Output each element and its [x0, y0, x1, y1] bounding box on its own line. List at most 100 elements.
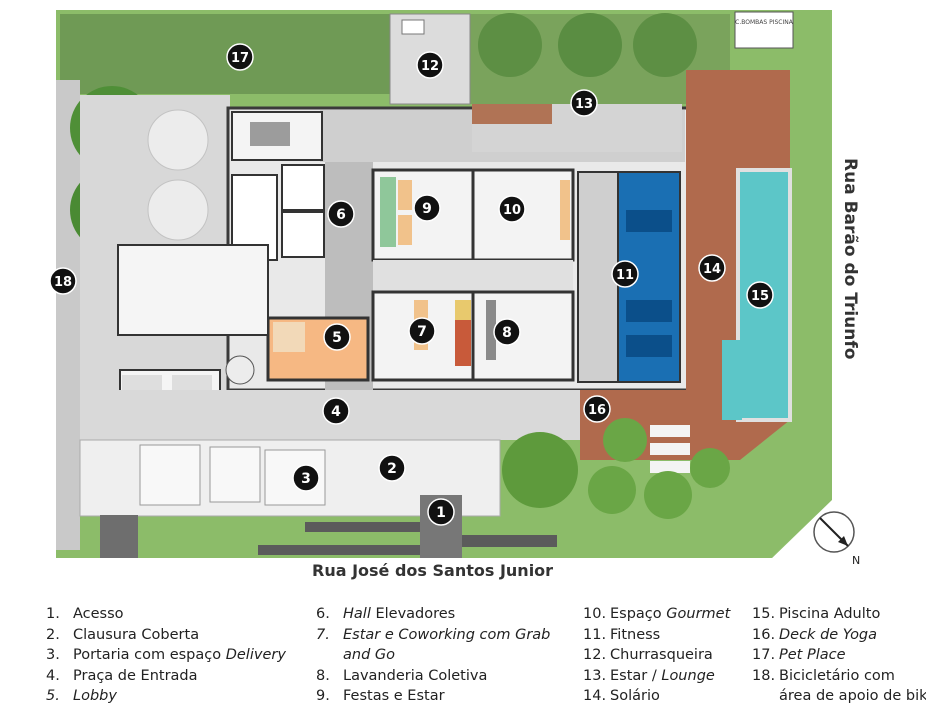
legend-item-number: 7.	[316, 626, 330, 643]
pet-place-garden	[60, 14, 390, 94]
legend-item-text: Estar	[343, 626, 381, 643]
legend-item: 14.Solário	[583, 686, 730, 707]
legend-item-number: 6.	[316, 606, 330, 622]
legend-item-number: 10.	[583, 606, 607, 622]
marker-11: 11	[611, 260, 639, 288]
marker-5: 5	[323, 323, 351, 351]
legend-item: 9. Festas e Estar	[316, 686, 550, 707]
svg-text:6: 6	[336, 207, 346, 223]
svg-text:5: 5	[332, 330, 342, 346]
legend-item-text: Estar /	[610, 667, 662, 684]
marker-17: 17	[226, 43, 254, 71]
legend-item-text: Espaço	[610, 606, 667, 622]
marker-7: 7	[408, 317, 436, 345]
legend-item-number: 14.	[583, 688, 607, 704]
marker-13: 13	[570, 89, 598, 117]
legend-item-number: 8.	[316, 667, 330, 684]
legend-item-text: Churrasqueira	[610, 647, 713, 663]
legend-item: 5. Lobby	[46, 686, 286, 707]
pump-room-label: C.BOMBAS PISCINA	[735, 19, 794, 26]
svg-text:13: 13	[575, 97, 593, 112]
street-label-bottom: Rua José dos Santos Junior	[312, 561, 554, 580]
svg-text:15: 15	[751, 289, 769, 304]
legend-item: 16.Deck de Yoga	[752, 625, 926, 646]
legend-item: 10.Espaço Gourmet	[583, 604, 730, 625]
legend-item-number: 5.	[46, 688, 60, 704]
legend-item-text: Praça de Entrada	[73, 667, 198, 684]
legend-item-text: Lounge	[661, 667, 715, 684]
legend-item-text: Grab	[515, 626, 551, 643]
legend-item: 13.Estar / Lounge	[583, 666, 730, 687]
marker-12: 12	[416, 51, 444, 79]
legend-item: 6. Hall Elevadores	[316, 604, 550, 625]
marker-18: 18	[49, 267, 77, 295]
legend-item-number: 18.	[752, 667, 776, 684]
marker-4: 4	[322, 397, 350, 425]
legend-item: 18.Bicicletário com	[752, 666, 926, 687]
legend-item-text: com	[474, 626, 516, 643]
legend-item-text: Hall	[343, 606, 371, 622]
legend-item-text: Delivery	[225, 647, 286, 663]
legend-item-number: 16.	[752, 626, 776, 643]
legend-item-number: 3.	[46, 647, 60, 663]
svg-text:16: 16	[588, 403, 606, 418]
marker-6: 6	[327, 200, 355, 228]
svg-text:3: 3	[301, 471, 311, 487]
legend-item: and Go	[316, 645, 550, 666]
legend-item: área de apoio de bike	[752, 686, 926, 707]
svg-text:14: 14	[703, 262, 721, 277]
street-label-right: Rua Barão do Triunfo	[840, 158, 860, 360]
legend-item-number: 13.	[583, 667, 607, 684]
legend-item-text: Elevadores	[370, 606, 456, 622]
marker-9: 9	[413, 194, 441, 222]
legend-item-number: 11.	[583, 626, 607, 643]
legend-item-number: 2.	[46, 626, 60, 643]
legend-item-number: 17.	[752, 647, 776, 663]
svg-text:9: 9	[422, 201, 432, 217]
legend-item-number: 9.	[316, 688, 330, 704]
legend-item-text: Solário	[610, 688, 660, 704]
legend-item-text: Acesso	[73, 606, 124, 622]
legend-item-text: Lobby	[73, 688, 117, 704]
marker-3: 3	[292, 464, 320, 492]
legend-item-number: 12.	[583, 647, 607, 663]
legend-item-text: Festas e Estar	[343, 688, 445, 704]
svg-text:12: 12	[421, 59, 439, 74]
svg-text:11: 11	[616, 268, 634, 283]
svg-text:18: 18	[54, 275, 72, 290]
legend-item: 1. Acesso	[46, 604, 286, 625]
svg-text:17: 17	[231, 51, 249, 66]
svg-text:10: 10	[503, 203, 521, 218]
legend-item-number: 4.	[46, 667, 60, 684]
legend-item: 12.Churrasqueira	[583, 645, 730, 666]
legend-item: 3.Portaria com espaço Delivery	[46, 645, 286, 666]
svg-text:8: 8	[502, 325, 512, 341]
legend-item: 11.Fitness	[583, 625, 730, 646]
svg-text:1: 1	[436, 505, 446, 521]
legend-item: 7.Estar e Coworking com Grab	[316, 625, 550, 646]
legend-item-number: 15.	[752, 606, 776, 622]
svg-text:N: N	[852, 554, 860, 567]
marker-2: 2	[378, 454, 406, 482]
legend-item-text: Deck de Yoga	[779, 626, 878, 643]
legend-item-text: Lavanderia Coletiva	[343, 667, 488, 684]
legend-item: 15.Piscina Adulto	[752, 604, 926, 625]
legend-item-text: Piscina Adulto	[779, 606, 881, 622]
legend-item-text: Bicicletário com	[779, 667, 895, 684]
marker-14: 14	[698, 254, 726, 282]
svg-text:4: 4	[331, 404, 341, 420]
legend-item-text: Gourmet	[666, 606, 731, 622]
svg-text:2: 2	[387, 461, 397, 477]
legend-column-1: 1. Acesso 2. Clausura Coberta 3.Portaria com…	[46, 604, 286, 707]
legend-item-text: Clausura Coberta	[73, 626, 200, 643]
marker-15: 15	[746, 281, 774, 309]
legend-item: 8. Lavanderia Coletiva	[316, 666, 550, 687]
legend-item-number: 1.	[46, 606, 60, 622]
marker-1: 1	[427, 498, 455, 526]
legend-item: 17.Pet Place	[752, 645, 926, 666]
legend-item-text: área de apoio de bike	[779, 688, 926, 704]
